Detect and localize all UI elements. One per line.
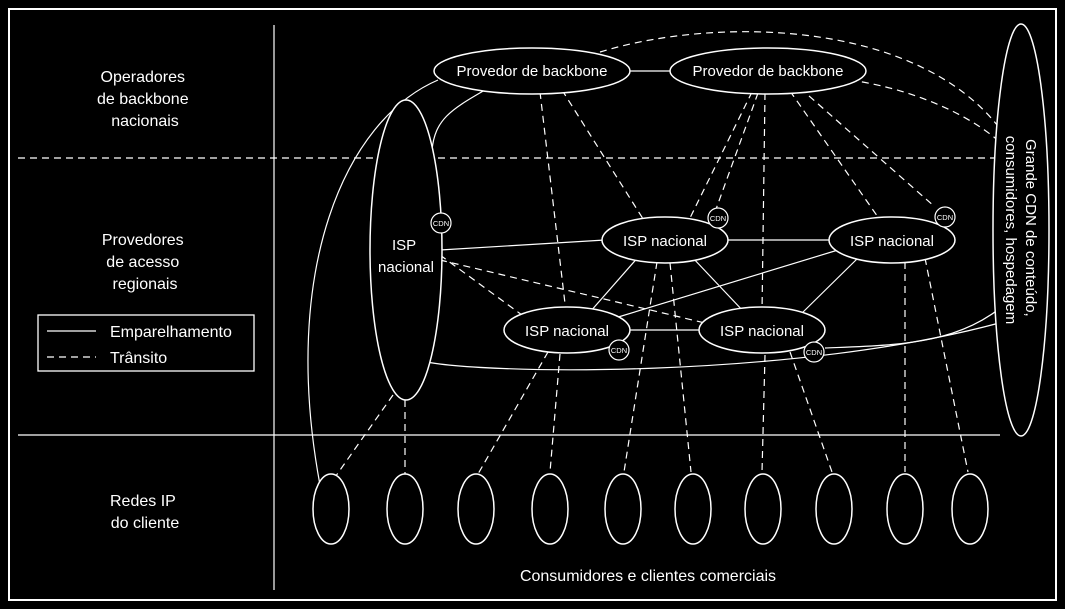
- big-cdn-label: Grande CDN de conteúdo, consumidores, ho…: [1002, 136, 1039, 324]
- cdn-badge-label: CDN: [611, 346, 627, 355]
- peering-link: [589, 254, 641, 313]
- transit-links: [332, 31, 1009, 481]
- isp-nacional-shape: [601, 216, 729, 264]
- backbone-provider-label: Provedor de backbone: [693, 63, 844, 80]
- cdn-badge-label: CDN: [433, 219, 449, 228]
- customer-network-node: [312, 473, 350, 545]
- big-cdn-shape: [992, 23, 1050, 437]
- customer-network-node: [886, 473, 924, 545]
- transit-link: [332, 394, 394, 481]
- peering-link: [691, 256, 746, 314]
- transit-link: [714, 92, 759, 213]
- isp-nacional-label: ISP nacional: [525, 323, 609, 340]
- transit-link: [561, 89, 646, 223]
- backbone-provider-node: Provedor de backbone: [669, 47, 867, 95]
- customer-networks: [312, 473, 989, 545]
- outer-frame: [8, 8, 1057, 601]
- customer-network-node: [604, 473, 642, 545]
- transit-link: [477, 351, 549, 475]
- peering-link: [431, 89, 486, 151]
- legend: Emparelhamento Trânsito: [37, 314, 255, 372]
- customer-network-node: [674, 473, 712, 545]
- tier-label-backbone: Operadores de backbone nacionais: [97, 69, 193, 130]
- transit-link: [439, 254, 523, 316]
- transit-link: [761, 354, 766, 473]
- transit-link: [789, 90, 881, 221]
- peering-link: [824, 299, 1011, 349]
- bottom-caption: Consumidores e clientes comerciais: [520, 568, 776, 585]
- peering-link: [614, 249, 839, 319]
- peering-links: [307, 70, 1011, 486]
- customer-network-node: [531, 473, 569, 545]
- customer-network-node: [744, 473, 782, 545]
- cdn-badge-label: CDN: [937, 213, 953, 222]
- legend-transit-label: Trânsito: [110, 350, 167, 367]
- transit-link: [599, 31, 1009, 141]
- tier-label-regional: Provedores de acesso regionais: [102, 232, 188, 293]
- peering-link: [799, 257, 859, 316]
- isp-nacional-tall-node: ISP nacional CDN: [369, 99, 452, 401]
- backbone-provider-node: Provedor de backbone: [433, 47, 631, 95]
- isp-nacional-node: ISP nacional CDN: [698, 306, 826, 363]
- customer-network-node: [457, 473, 495, 545]
- transit-link: [924, 257, 969, 473]
- cdn-badge-label: CDN: [806, 348, 822, 357]
- isp-nacional-shape: [698, 306, 826, 354]
- transit-link: [687, 91, 753, 223]
- isp-nacional-label: ISP nacional: [720, 323, 804, 340]
- big-cdn-node: Grande CDN de conteúdo, consumidores, ho…: [992, 23, 1050, 437]
- customer-network-node: [951, 473, 989, 545]
- cdn-badge: [430, 212, 452, 234]
- tier-label-customer: Redes IP do cliente: [110, 493, 180, 532]
- isp-nacional-label: ISP nacional: [623, 233, 707, 250]
- transit-link: [761, 92, 766, 313]
- transit-link: [789, 351, 833, 473]
- isp-nacional-shape: [503, 306, 631, 354]
- backbone-provider-shape: [669, 47, 867, 95]
- isp-nacional-label: ISP nacional: [850, 233, 934, 250]
- legend-peering-label: Emparelhamento: [110, 324, 232, 341]
- cdn-badge: [608, 339, 630, 361]
- customer-network-node: [815, 473, 853, 545]
- transit-link: [539, 91, 567, 313]
- isp-nacional-node: ISP nacional CDN: [828, 206, 956, 264]
- cdn-badge: [707, 207, 729, 229]
- cdn-badge: [803, 341, 825, 363]
- isp-nacional-tall-label: ISP nacional: [378, 237, 434, 276]
- backbone-provider-label: Provedor de backbone: [457, 63, 608, 80]
- customer-network-node: [386, 473, 424, 545]
- cdn-badge-label: CDN: [710, 214, 726, 223]
- transit-link: [439, 259, 706, 324]
- backbone-provider-shape: [433, 47, 631, 95]
- peering-link: [439, 239, 606, 251]
- isp-nacional-shape: [828, 216, 956, 264]
- transit-link: [549, 353, 561, 473]
- transit-link: [623, 261, 658, 473]
- transit-link: [799, 87, 936, 208]
- isp-nacional-node: ISP nacional CDN: [601, 207, 729, 264]
- isp-nacional-node: ISP nacional CDN: [503, 306, 631, 361]
- cdn-badge: [934, 206, 956, 228]
- transit-link: [849, 79, 1009, 151]
- isp-nacional-tall-shape: [369, 99, 443, 401]
- legend-box: [37, 314, 255, 372]
